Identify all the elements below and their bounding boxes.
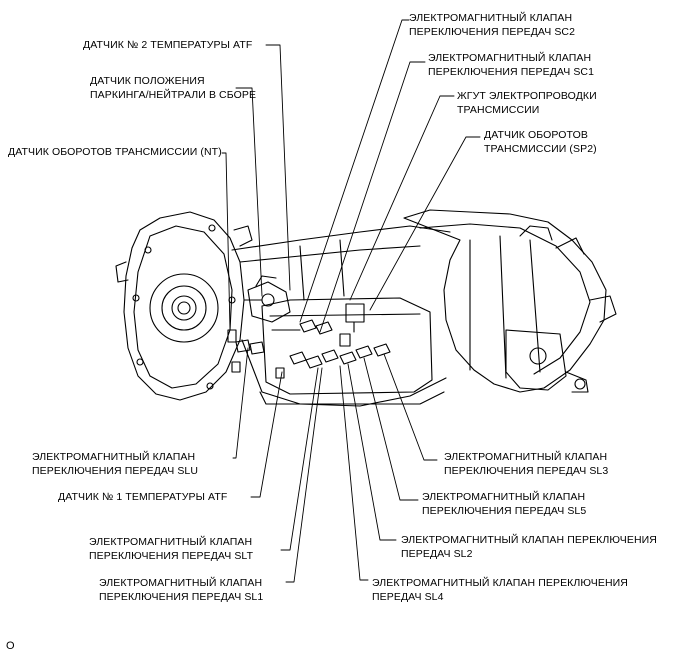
label-atf-temp-sensor-2: ДАТЧИК № 2 ТЕМПЕРАТУРЫ ATF [83, 39, 253, 51]
label-speed-sensor-nt: ДАТЧИК ОБОРОТОВ ТРАНСМИССИИ (NT) [8, 146, 222, 158]
label-solenoid-sl5: ЭЛЕКТРОМАГНИТНЫЙ КЛАПАН ПЕРЕКЛЮЧЕНИЯ ПЕР… [422, 491, 587, 517]
extension-housing [403, 209, 617, 393]
bell-housing [115, 211, 253, 401]
label-solenoid-sl3: ЭЛЕКТРОМАГНИТНЫЙ КЛАПАН ПЕРЕКЛЮЧЕНИЯ ПЕР… [444, 451, 609, 477]
label-solenoid-sc1: ЭЛЕКТРОМАГНИТНЫЙ КЛАПАН ПЕРЕКЛЮЧЕНИЯ ПЕР… [428, 52, 595, 78]
label-solenoid-sc2: ЭЛЕКТРОМАГНИТНЫЙ КЛАПАН ПЕРЕКЛЮЧЕНИЯ ПЕР… [409, 12, 576, 38]
solenoid-cluster [227, 303, 391, 379]
label-speed-sensor-sp2: ДАТЧИК ОБОРОТОВ ТРАНСМИССИИ (SP2) [484, 129, 597, 155]
label-solenoid-slt: ЭЛЕКТРОМАГНИТНЫЙ КЛАПАН ПЕРЕКЛЮЧЕНИЯ ПЕР… [89, 536, 254, 562]
label-solenoid-slu: ЭЛЕКТРОМАГНИТНЫЙ КЛАПАН ПЕРЕКЛЮЧЕНИЯ ПЕР… [32, 451, 199, 477]
figure-code: O [6, 640, 15, 652]
label-park-neutral-switch: ДАТЧИК ПОЛОЖЕНИЯ ПАРКИНГА/НЕЙТРАЛИ В СБО… [90, 75, 257, 101]
leader-lines [221, 19, 481, 583]
label-wire-harness: ЖГУТ ЭЛЕКТРОПРОВОДКИ ТРАНСМИССИИ [457, 90, 597, 116]
valve-body [247, 275, 433, 395]
label-atf-temp-sensor-1: ДАТЧИК № 1 ТЕМПЕРАТУРЫ ATF [58, 491, 228, 503]
label-solenoid-sl2: ЭЛЕКТРОМАГНИТНЫЙ КЛАПАН ПЕРЕКЛЮЧЕНИЯ ПЕР… [401, 534, 657, 560]
label-solenoid-sl4: ЭЛЕКТРОМАГНИТНЫЙ КЛАПАН ПЕРЕКЛЮЧЕНИЯ ПЕР… [372, 577, 628, 603]
label-solenoid-sl1: ЭЛЕКТРОМАГНИТНЫЙ КЛАПАН ПЕРЕКЛЮЧЕНИЯ ПЕР… [99, 577, 264, 603]
